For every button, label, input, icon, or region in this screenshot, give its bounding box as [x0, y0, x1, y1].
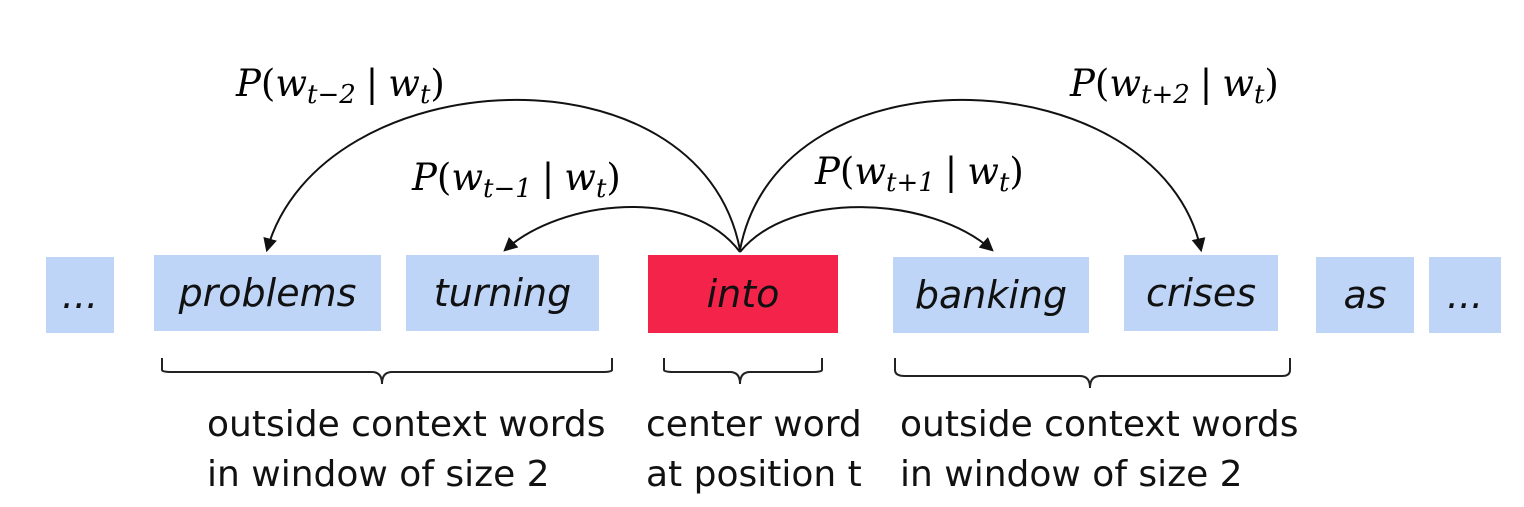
arc-to-problems	[263, 98, 741, 253]
arc-to-turning	[503, 205, 741, 253]
prob-label-t-minus-1: P(wt−1|wt)	[412, 156, 621, 204]
word-box-banking: banking	[893, 257, 1089, 333]
prob-label-t-plus-1: P(wt+1|wt)	[815, 150, 1024, 198]
left-caption-line-2: in window of size 2	[207, 454, 550, 495]
word-box-into-center: into	[648, 255, 838, 333]
word-label: into	[706, 272, 780, 316]
left-caption-line-1: outside context words	[207, 404, 606, 445]
center-caption-line-2: at position t	[646, 454, 862, 495]
word-box-as: as	[1316, 257, 1414, 333]
right-caption-line-2: in window of size 2	[900, 454, 1243, 495]
prob-label-t-plus-2: P(wt+2|wt)	[1070, 62, 1279, 110]
right-context-brace	[894, 358, 1291, 389]
word-label: banking	[914, 273, 1068, 317]
center-word-caption: center word at position t	[646, 400, 862, 500]
word-label: ...	[61, 273, 99, 317]
word-box-turning: turning	[406, 255, 599, 331]
arc-to-crises	[739, 98, 1206, 253]
left-context-caption: outside context words in window of size …	[207, 400, 606, 500]
word-label: crises	[1145, 271, 1257, 315]
right-caption-line-1: outside context words	[900, 404, 1299, 445]
word-box-crises: crises	[1124, 255, 1278, 331]
word-label: as	[1343, 273, 1387, 317]
word-label: problems	[178, 271, 357, 315]
word-label: ...	[1446, 273, 1484, 317]
word-box-ellipsis-left: ...	[46, 257, 114, 333]
word-box-problems: problems	[154, 255, 381, 331]
left-context-brace	[161, 358, 613, 385]
arc-to-banking	[739, 206, 994, 253]
word-box-ellipsis-right: ...	[1429, 257, 1501, 333]
center-caption-line-1: center word	[646, 404, 862, 445]
center-word-brace	[663, 358, 823, 385]
prob-label-t-minus-2: P(wt−2|wt)	[236, 62, 445, 110]
right-context-caption: outside context words in window of size …	[900, 400, 1299, 500]
word-label: turning	[433, 271, 572, 315]
